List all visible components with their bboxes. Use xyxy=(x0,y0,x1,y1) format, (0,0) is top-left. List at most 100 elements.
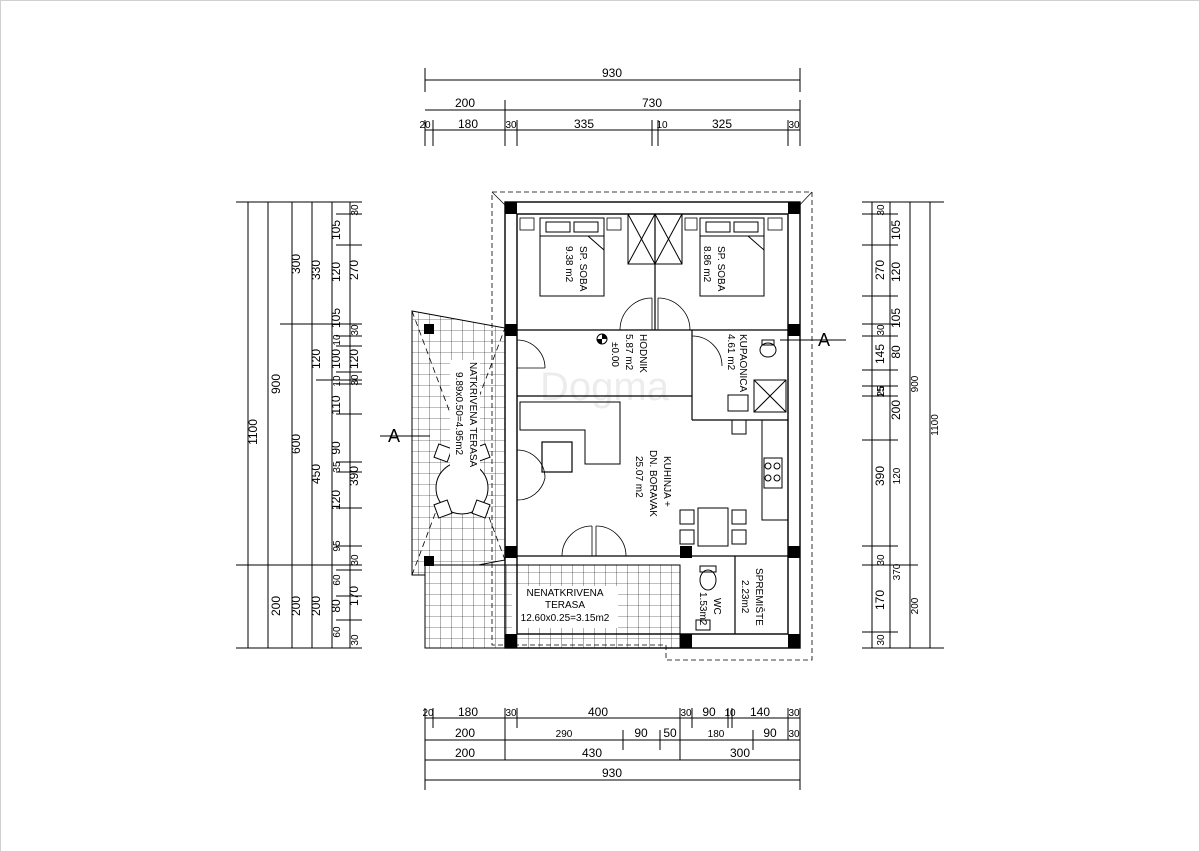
room-name: KUHINJA + xyxy=(661,456,672,507)
room-area: 8.86 m2 xyxy=(701,246,712,283)
room-area: 4.61 m2 xyxy=(725,334,736,371)
right-dim-30a: 30 xyxy=(876,204,887,216)
bot-dim-200b: 200 xyxy=(455,746,475,760)
room-label-uncovered-terrace: NENATKRIVENA TERASA 12.60x0.25=3.15m2 xyxy=(521,588,610,624)
room-name: WC xyxy=(711,598,722,615)
section-marker-left: A xyxy=(388,426,400,446)
right-dim-1100: 1100 xyxy=(930,414,941,436)
bot-dim-90b: 90 xyxy=(634,726,648,740)
left-dim-100: 100 xyxy=(329,349,343,369)
top-dim-10: 10 xyxy=(656,120,668,131)
left-dim-30e: 30 xyxy=(350,634,361,646)
room-area: 25.07 m2 xyxy=(633,456,644,498)
room-label-storage: SPREMIŠTE 2.23m2 xyxy=(739,568,766,626)
left-dim-95: 95 xyxy=(332,540,343,552)
bot-dim-930: 930 xyxy=(602,766,622,780)
left-dim-30c: 30 xyxy=(350,324,361,336)
bot-dim-90: 90 xyxy=(702,705,716,719)
top-dim-930: 930 xyxy=(602,66,622,80)
left-dim-30d: 30 xyxy=(350,374,361,386)
left-dim-120d: 120 xyxy=(329,490,343,510)
top-dim-20: 20 xyxy=(419,120,431,131)
section-line-a xyxy=(380,339,846,437)
right-dim-30c: 30 xyxy=(876,554,887,566)
left-dim-200b: 200 xyxy=(289,596,303,616)
left-dim-35: 35 xyxy=(332,461,343,473)
bot-dim-30a: 30 xyxy=(505,708,517,719)
kitchen-counter xyxy=(731,419,789,521)
room-name: SP. SOBA xyxy=(715,246,726,292)
right-dim-145: 145 xyxy=(873,344,887,364)
room-name-2: DN. BORAVAK xyxy=(647,450,658,517)
top-dim-730: 730 xyxy=(642,96,662,110)
room-label-kitchen: KUHINJA + DN. BORAVAK 25.07 m2 xyxy=(633,450,672,517)
interior-walls xyxy=(517,214,788,634)
right-dim-200: 200 xyxy=(910,597,921,614)
watermark: Dogma xyxy=(540,365,670,409)
left-dim-90: 90 xyxy=(329,441,343,455)
room-label-bedroom-2: SP. SOBA 8.86 m2 xyxy=(701,246,726,292)
room-area: 2.23m2 xyxy=(739,580,750,614)
right-dim-370: 370 xyxy=(892,563,903,580)
room-label-bathroom: KUPAONICA 4.61 m2 xyxy=(725,334,748,392)
right-dim-200b: 200 xyxy=(889,400,903,420)
left-dimensions xyxy=(236,201,362,649)
dining-set xyxy=(679,507,747,547)
bot-dim-10: 10 xyxy=(724,708,736,719)
room-name: NATKRIVENA TERASA xyxy=(467,362,478,468)
wc-fixtures xyxy=(695,565,717,631)
room-label-wc: WC 1.53m2 xyxy=(697,592,722,626)
right-dim-270: 270 xyxy=(873,260,887,280)
level-marker xyxy=(596,333,608,345)
bot-dim-180: 180 xyxy=(458,705,478,719)
left-dim-120c: 120 xyxy=(347,349,361,369)
room-name: KUPAONICA xyxy=(737,334,748,392)
room-area: 1.53m2 xyxy=(697,592,708,626)
left-dim-105: 105 xyxy=(329,220,343,240)
left-dim-10a: 10 xyxy=(332,334,343,346)
left-dim-10b: 10 xyxy=(332,375,343,387)
bed-right xyxy=(699,217,765,297)
room-label-hallway: HODNIK 5.87 m2 ±0.00 xyxy=(609,334,648,373)
right-dim-80: 80 xyxy=(889,345,903,359)
left-dim-600: 600 xyxy=(289,434,303,454)
left-dim-120a: 120 xyxy=(329,262,343,282)
left-dim-30a: 30 xyxy=(350,204,361,216)
right-dim-105b: 105 xyxy=(889,308,903,328)
room-name-2: TERASA xyxy=(545,600,585,611)
right-dim-30d: 30 xyxy=(876,634,887,646)
left-dim-60a: 60 xyxy=(332,574,343,586)
bot-dim-50: 50 xyxy=(663,726,677,740)
room-name: NENATKRIVENA xyxy=(526,588,603,599)
section-marker-right: A xyxy=(818,330,830,350)
nightstands xyxy=(519,217,783,231)
bot-dim-290: 290 xyxy=(556,729,573,740)
sofa xyxy=(519,401,621,465)
door-swings xyxy=(516,297,723,557)
left-dim-120b: 120 xyxy=(309,349,323,369)
bottom-dimensions xyxy=(424,708,801,790)
room-area: 5.87 m2 xyxy=(623,334,634,371)
right-dim-25: 25 xyxy=(876,385,887,397)
level-value: ±0.00 xyxy=(609,342,620,367)
bot-dim-20: 20 xyxy=(422,708,434,719)
right-dim-120b: 120 xyxy=(892,467,903,484)
wardrobe xyxy=(627,213,683,265)
right-dim-900: 900 xyxy=(910,375,921,392)
bot-dim-90c: 90 xyxy=(763,726,777,740)
right-dim-30b: 30 xyxy=(876,324,887,336)
left-dim-60b: 60 xyxy=(332,626,343,638)
top-dim-325: 325 xyxy=(712,117,732,131)
top-dim-30b: 30 xyxy=(788,120,800,131)
left-dim-450: 450 xyxy=(309,464,323,484)
room-name: SPREMIŠTE xyxy=(753,568,766,626)
top-dimensions xyxy=(424,68,801,146)
left-dim-330: 330 xyxy=(309,260,323,280)
columns xyxy=(424,202,800,648)
left-dim-110: 110 xyxy=(329,395,343,414)
top-dim-200: 200 xyxy=(455,96,475,110)
bot-dim-30b: 30 xyxy=(680,708,692,719)
left-dim-200c: 200 xyxy=(309,596,323,616)
right-dimensions xyxy=(862,201,944,649)
